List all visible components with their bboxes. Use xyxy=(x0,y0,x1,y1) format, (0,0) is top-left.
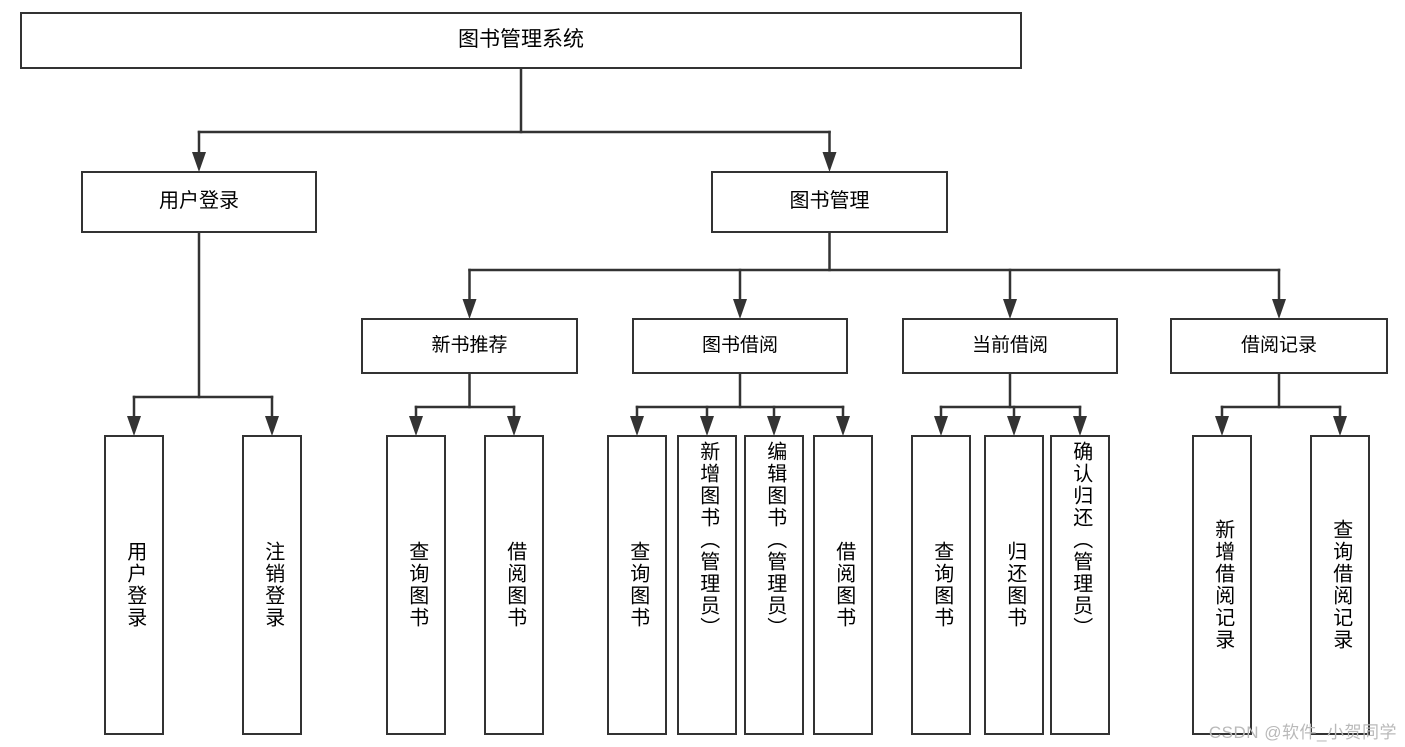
node-root-label: 图书管理系统 xyxy=(458,28,584,52)
node-leaf-add-record-label: 新增借阅记录 xyxy=(1211,519,1234,651)
node-leaf-query-book-2[interactable]: 查询图书 xyxy=(607,435,667,735)
node-leaf-query-book-3-label: 查询图书 xyxy=(930,541,953,629)
node-leaf-edit-book-label: 编辑图书（管理员） xyxy=(763,441,786,639)
node-new-book-recommend[interactable]: 新书推荐 xyxy=(361,318,578,374)
node-leaf-query-book-1-label: 查询图书 xyxy=(405,541,428,629)
node-leaf-user-login-label: 用户登录 xyxy=(123,541,146,629)
node-leaf-logout-label: 注销登录 xyxy=(261,541,284,629)
node-leaf-return-book-label: 归还图书 xyxy=(1003,541,1026,629)
watermark: CSDN @软件_小贺同学 xyxy=(1208,723,1397,742)
node-leaf-add-book[interactable]: 新增图书（管理员） xyxy=(677,435,737,735)
node-leaf-borrow-book-2-label: 借阅图书 xyxy=(832,541,855,629)
node-book-borrow-label: 图书借阅 xyxy=(701,334,778,356)
node-borrow-record[interactable]: 借阅记录 xyxy=(1170,318,1388,374)
node-leaf-return-book[interactable]: 归还图书 xyxy=(984,435,1044,735)
node-leaf-edit-book[interactable]: 编辑图书（管理员） xyxy=(744,435,804,735)
node-borrow-record-label: 借阅记录 xyxy=(1240,334,1317,356)
node-book-borrow[interactable]: 图书借阅 xyxy=(632,318,848,374)
node-user-login[interactable]: 用户登录 xyxy=(81,171,317,233)
node-leaf-query-book-1[interactable]: 查询图书 xyxy=(386,435,446,735)
node-leaf-user-login[interactable]: 用户登录 xyxy=(104,435,164,735)
node-leaf-query-book-2-label: 查询图书 xyxy=(626,541,649,629)
node-leaf-query-record[interactable]: 查询借阅记录 xyxy=(1310,435,1370,735)
node-current-borrow[interactable]: 当前借阅 xyxy=(902,318,1118,374)
node-leaf-confirm-return[interactable]: 确认归还（管理员） xyxy=(1050,435,1110,735)
node-leaf-add-book-label: 新增图书（管理员） xyxy=(696,441,719,639)
node-leaf-add-record[interactable]: 新增借阅记录 xyxy=(1192,435,1252,735)
node-leaf-query-record-label: 查询借阅记录 xyxy=(1329,519,1352,651)
node-leaf-logout[interactable]: 注销登录 xyxy=(242,435,302,735)
node-leaf-borrow-book-2[interactable]: 借阅图书 xyxy=(813,435,873,735)
node-leaf-query-book-3[interactable]: 查询图书 xyxy=(911,435,971,735)
node-leaf-confirm-return-label: 确认归还（管理员） xyxy=(1069,441,1092,639)
node-new-book-recommend-label: 新书推荐 xyxy=(431,334,508,356)
node-root[interactable]: 图书管理系统 xyxy=(20,12,1022,69)
node-user-login-label: 用户登录 xyxy=(159,190,239,213)
node-current-borrow-label: 当前借阅 xyxy=(971,334,1048,356)
node-book-manage-label: 图书管理 xyxy=(789,190,870,213)
node-leaf-borrow-book-1[interactable]: 借阅图书 xyxy=(484,435,544,735)
node-leaf-borrow-book-1-label: 借阅图书 xyxy=(503,541,526,629)
node-book-manage[interactable]: 图书管理 xyxy=(711,171,948,233)
